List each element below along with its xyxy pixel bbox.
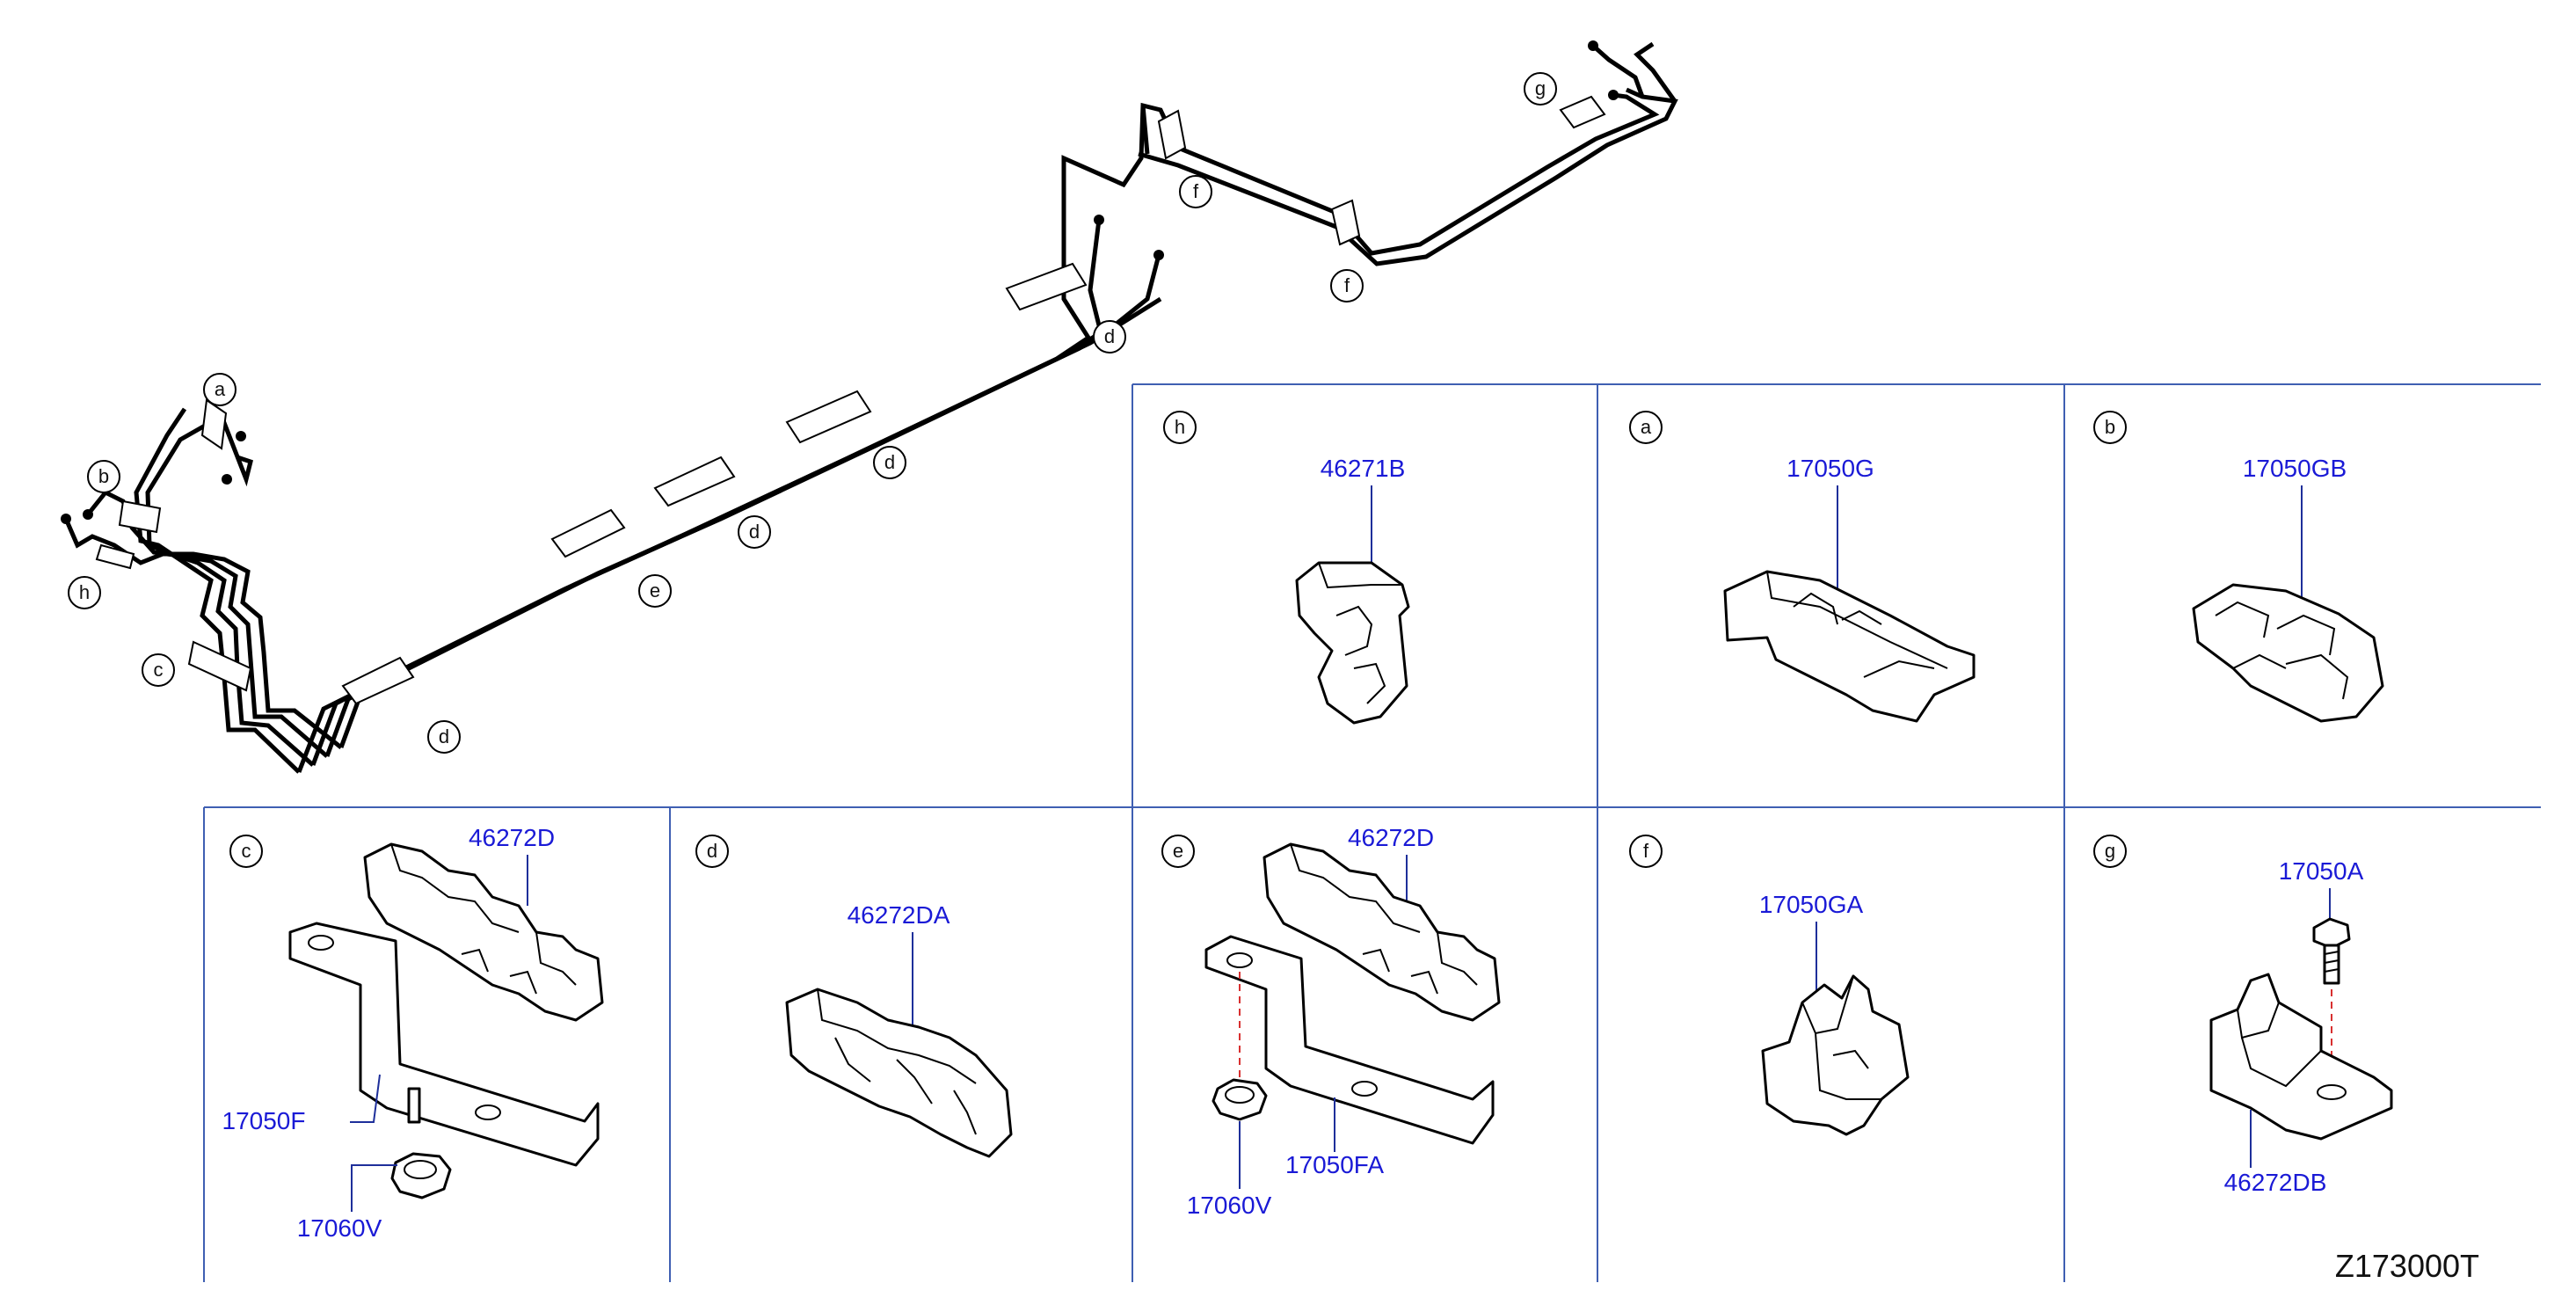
- part-number-46272D-e: 46272D: [1348, 824, 1434, 851]
- part-number-46272DA: 46272DA: [848, 901, 950, 929]
- svg-text:b: b: [98, 465, 109, 487]
- part-number-46271B: 46271B: [1321, 455, 1406, 482]
- pipe-assembly: [63, 41, 1678, 774]
- part-number-17050GB: 17050GB: [2243, 455, 2347, 482]
- part-number-17050F: 17050F: [222, 1107, 306, 1134]
- part-number-17050A: 17050A: [2279, 857, 2364, 885]
- svg-text:b: b: [2105, 416, 2115, 438]
- clip-46272DA: [785, 988, 1013, 1158]
- diagram-code: Z173000T: [2335, 1248, 2479, 1284]
- svg-text:d: d: [439, 725, 449, 747]
- svg-text:g: g: [1535, 77, 1546, 99]
- callout-h: h: [68, 576, 101, 609]
- svg-text:h: h: [79, 581, 90, 603]
- callout-c: c: [142, 653, 175, 687]
- svg-text:f: f: [1643, 840, 1649, 862]
- bracket-17050F: [288, 922, 600, 1167]
- clip-46272D-c: [363, 842, 604, 1022]
- callout-f1: f: [1179, 175, 1212, 208]
- pipe-fittings: [61, 40, 1619, 524]
- svg-text:f: f: [1344, 274, 1350, 296]
- callout-f2: f: [1330, 269, 1364, 303]
- callout-d4: d: [1093, 320, 1126, 354]
- panel-g: g 17050A 46272DB: [2093, 835, 2393, 1196]
- callout-d1: d: [427, 720, 461, 754]
- svg-text:f: f: [1193, 180, 1199, 202]
- pipe-clamps: [95, 95, 1606, 705]
- svg-text:e: e: [1173, 840, 1183, 862]
- bracket-17050FA: [1204, 935, 1495, 1145]
- callout-d2: d: [738, 515, 771, 549]
- part-number-17050FA: 17050FA: [1285, 1151, 1384, 1178]
- panel-e: e 46272D 17050FA 17060V: [1161, 824, 1501, 1219]
- bolt-17050A: [2312, 917, 2351, 985]
- panel-c: c 46272D 17050F 17060V: [222, 824, 604, 1242]
- clip-17050GB: [2192, 583, 2384, 723]
- svg-text:d: d: [707, 840, 717, 862]
- callout-a: a: [203, 373, 236, 406]
- svg-text:c: c: [154, 659, 164, 681]
- part-number-46272D: 46272D: [469, 824, 555, 851]
- part-number-17050GA: 17050GA: [1759, 891, 1864, 918]
- nut-17060V-e: [1212, 1078, 1268, 1121]
- callout-d3: d: [873, 446, 906, 479]
- panel-d: d 46272DA: [695, 835, 1013, 1158]
- part-number-17050G: 17050G: [1786, 455, 1874, 482]
- clip-17050GA: [1761, 974, 1910, 1136]
- clip-46271B: [1295, 561, 1410, 725]
- callout-b: b: [87, 460, 120, 493]
- callout-e: e: [638, 574, 672, 608]
- svg-text:d: d: [749, 521, 760, 543]
- svg-text:a: a: [1641, 416, 1652, 438]
- svg-text:a: a: [215, 378, 226, 400]
- svg-text:d: d: [884, 451, 895, 473]
- panel-f: f 17050GA: [1629, 835, 1910, 1136]
- part-number-17060V-e: 17060V: [1187, 1192, 1272, 1219]
- part-number-46272DB: 46272DB: [2224, 1169, 2327, 1196]
- svg-text:c: c: [242, 840, 251, 862]
- panel-a: a 17050G: [1629, 411, 1976, 723]
- panel-h: h 46271B: [1163, 411, 1410, 725]
- bracket-46272DB: [2209, 973, 2393, 1141]
- pipe-callouts: a b h c d d d e d f f g: [68, 72, 1557, 754]
- nut-17060V-c: [390, 1152, 452, 1199]
- clip-46272D-e: [1263, 842, 1501, 1022]
- callout-g: g: [1524, 72, 1557, 106]
- svg-text:g: g: [2105, 840, 2115, 862]
- svg-text:d: d: [1104, 325, 1115, 347]
- svg-text:h: h: [1175, 416, 1185, 438]
- part-number-17060V-c: 17060V: [297, 1214, 382, 1242]
- panel-grid: [203, 383, 2541, 1282]
- svg-text:e: e: [650, 580, 660, 601]
- clip-17050G: [1723, 570, 1976, 723]
- panel-b: b 17050GB: [2093, 411, 2384, 723]
